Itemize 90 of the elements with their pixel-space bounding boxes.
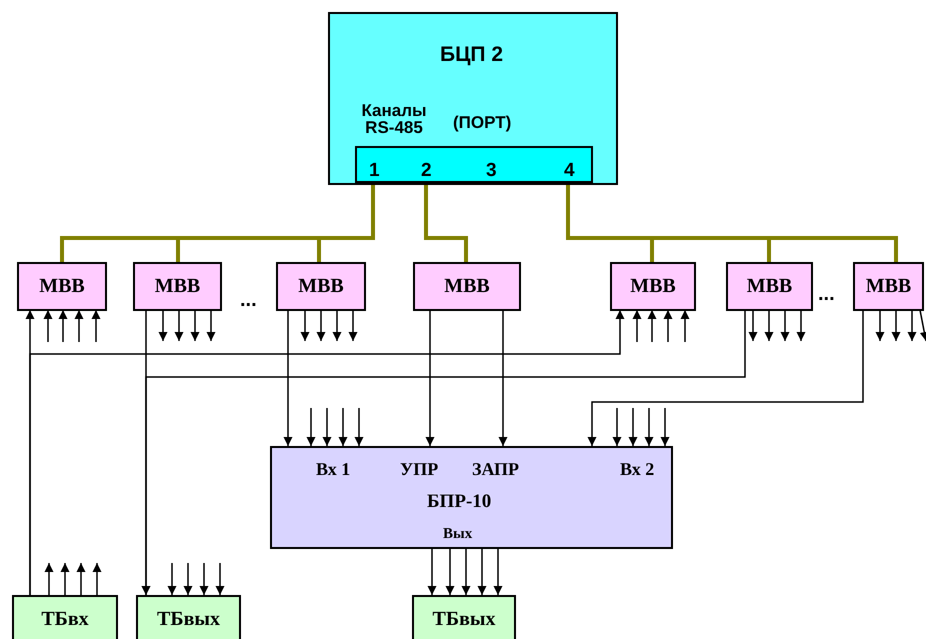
signal-arrow (58, 310, 68, 342)
port-number: 4 (564, 161, 575, 180)
module-label: МВВ (746, 276, 794, 296)
signal-arrow (332, 310, 342, 341)
signal-arrow (316, 310, 326, 341)
signal-arrow (190, 310, 200, 341)
input-label: УПР (400, 460, 438, 478)
module-label: МВВ (297, 276, 345, 296)
module-label: МВВ (864, 276, 912, 296)
signal-arrow (44, 310, 52, 342)
signal-arrow (284, 310, 292, 446)
controller-box (328, 12, 618, 185)
signal-arrow (44, 563, 54, 595)
signal-arrow (632, 310, 642, 342)
input-label: ЗАПР (472, 460, 520, 478)
ellipsis-label: ... (818, 284, 835, 304)
signal-arrow (780, 310, 790, 341)
signal-arrow (764, 310, 774, 341)
signal-arrow (338, 408, 348, 446)
module-box (276, 262, 366, 311)
signal-arrow (612, 408, 622, 446)
module-label: МВВ (154, 276, 202, 296)
input-label: Вх 2 (620, 460, 654, 478)
signal-arrow (354, 408, 364, 446)
signal-arrow (644, 408, 654, 446)
terminal-box (412, 595, 516, 639)
signal-arrow (478, 548, 486, 595)
port-label: (ПОРТ) (453, 114, 512, 131)
signal-arrow (494, 548, 502, 595)
module-box (413, 262, 521, 311)
module-box (17, 262, 107, 311)
signal-arrow (462, 548, 470, 595)
ellipsis-label: ... (240, 290, 257, 310)
signal-arrow (908, 310, 916, 341)
signal-arrow (92, 310, 100, 342)
signal-arrow (426, 310, 434, 446)
signal-arrow (322, 408, 332, 446)
terminal-label: ТБвх (40, 609, 90, 629)
module-box (726, 262, 813, 311)
signal-arrow (200, 563, 208, 595)
signal-arrow (428, 548, 436, 595)
signal-arrow (216, 563, 224, 595)
signal-arrow (92, 563, 102, 595)
signal-arrow (168, 563, 176, 595)
module-box (133, 262, 222, 311)
terminal-label: ТБвых (156, 609, 221, 629)
output-label: Вых (443, 527, 472, 542)
port-strip (355, 146, 593, 183)
signal-arrow (446, 548, 454, 595)
signal-arrow (306, 408, 316, 446)
module-box (610, 262, 696, 311)
switch-block-box (270, 446, 673, 549)
signal-arrow (648, 310, 656, 342)
signal-arrow (892, 310, 900, 341)
bus-line (566, 182, 898, 262)
terminal-box (136, 595, 241, 639)
module-label: МВВ (443, 276, 491, 296)
signal-arrow (748, 310, 758, 341)
signal-arrow (660, 408, 670, 446)
signal-arrow (300, 310, 310, 341)
signal-arrow (60, 563, 70, 595)
signal-arrow (29, 310, 624, 595)
signal-arrow (348, 310, 358, 341)
signal-arrow (184, 563, 192, 595)
signal-arrow (628, 408, 638, 446)
signal-arrow (680, 310, 690, 342)
signal-arrow (876, 310, 884, 341)
module-label: МВВ (38, 276, 86, 296)
block-title: БПР-10 (427, 492, 492, 511)
signal-arrow (206, 310, 216, 341)
module-label: МВВ (629, 276, 677, 296)
signal-arrow (76, 563, 86, 595)
port-number: 2 (421, 161, 432, 180)
port-number: 1 (369, 161, 380, 180)
terminal-box (12, 595, 118, 639)
signal-arrow (588, 310, 864, 446)
terminal-label: ТБвых (432, 609, 496, 629)
signal-arrow (174, 310, 184, 341)
signal-arrow (498, 310, 508, 446)
signal-arrow (142, 310, 746, 595)
signal-arrow (919, 310, 926, 342)
signal-arrow (158, 310, 168, 341)
signal-arrow (664, 310, 672, 342)
input-label: Вх 1 (316, 460, 350, 478)
block-title: БЦП 2 (440, 44, 504, 65)
channel-label: Каналы RS-485 (360, 102, 428, 136)
signal-arrow (74, 310, 84, 342)
signal-arrow (796, 310, 806, 341)
module-box (853, 262, 924, 311)
port-number: 3 (486, 161, 497, 180)
